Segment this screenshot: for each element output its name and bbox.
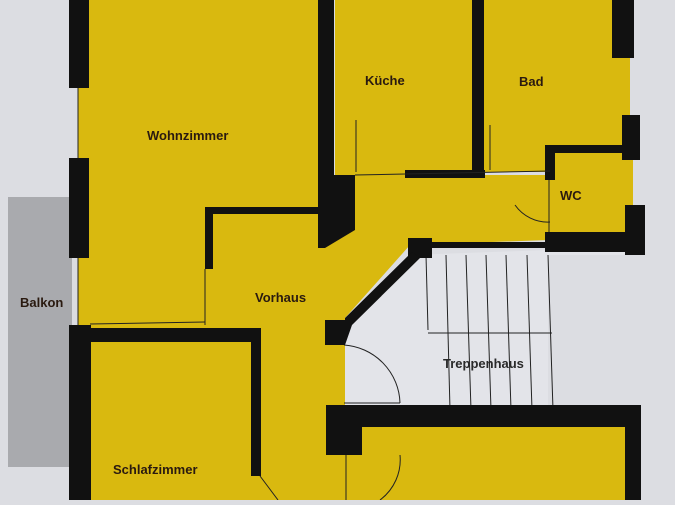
room-bottom-right: [345, 425, 630, 500]
label-vorhaus: Vorhaus: [255, 290, 307, 305]
label-kueche: Küche: [365, 73, 405, 88]
label-wohnzimmer: Wohnzimmer: [147, 128, 229, 143]
label-treppenhaus: Treppenhaus: [443, 356, 524, 371]
room-wc: [548, 150, 633, 235]
label-schlafzimmer: Schlafzimmer: [113, 462, 198, 477]
room-schlafzimmer: [85, 340, 260, 500]
room-kueche: [335, 0, 480, 175]
label-bad: Bad: [519, 74, 544, 89]
room-bad: [480, 0, 630, 172]
label-balkon: Balkon: [20, 295, 64, 310]
balcony-area: [8, 197, 72, 467]
stair-steps: [343, 254, 554, 411]
label-wc: WC: [560, 188, 582, 203]
